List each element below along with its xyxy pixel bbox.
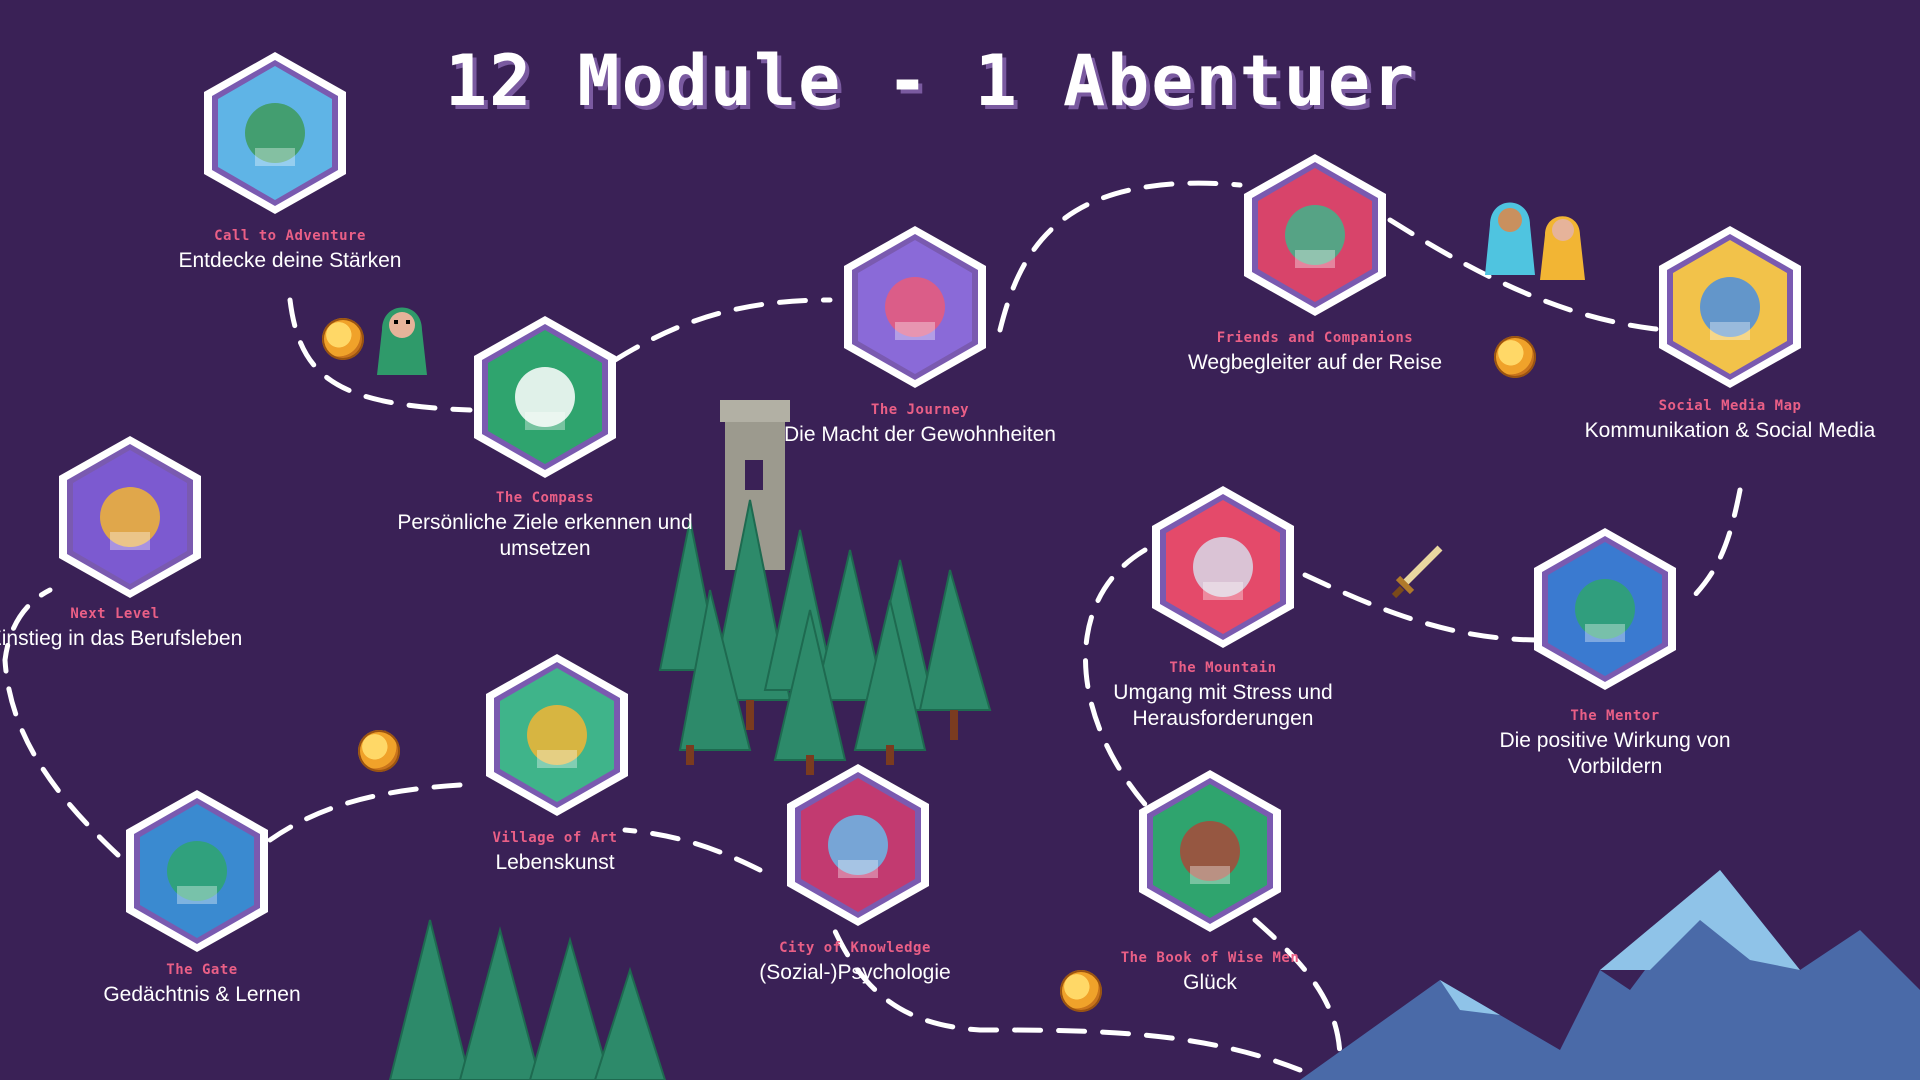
module-subtitle: The Mentor bbox=[1570, 708, 1660, 724]
module-subtitle: The Journey bbox=[870, 402, 970, 418]
module-badge[interactable] bbox=[1240, 150, 1390, 320]
module-subtitle: The Compass bbox=[495, 490, 595, 506]
module-title[interactable]: Entdecke deine Stärken bbox=[178, 249, 402, 272]
module-badge[interactable] bbox=[1135, 766, 1285, 936]
module-title[interactable]: Die Macht der Gewohnheiten bbox=[784, 423, 1056, 446]
friends-icon bbox=[1244, 154, 1386, 316]
module-badge[interactable] bbox=[122, 786, 272, 956]
module-subtitle: The Book of Wise Men bbox=[1120, 950, 1300, 966]
module-title[interactable]: Kommunikation & Social Media bbox=[1584, 419, 1876, 442]
forest-bottom-illustration bbox=[388, 919, 667, 1080]
coin-icon bbox=[1060, 970, 1102, 1012]
module-title[interactable]: Glück bbox=[1183, 971, 1237, 994]
hooded-character-sprite bbox=[377, 307, 427, 375]
module-badge[interactable] bbox=[1530, 524, 1680, 694]
trophy-icon bbox=[59, 436, 201, 598]
page-title: 12 Module - 1 Abentuer bbox=[445, 40, 1417, 122]
module-title[interactable]: Die positive Wirkung von Vorbildern bbox=[1499, 729, 1731, 779]
module-badge[interactable] bbox=[200, 48, 350, 218]
social-media-icon bbox=[1659, 226, 1801, 388]
village-icon bbox=[486, 654, 628, 816]
module-title[interactable]: Lebenskunst bbox=[495, 851, 615, 874]
coin-icon bbox=[1494, 336, 1536, 378]
landscape-icon bbox=[204, 52, 346, 214]
compass-icon bbox=[474, 316, 616, 478]
city-icon bbox=[787, 764, 929, 926]
module-title[interactable]: Wegbegleiter auf der Reise bbox=[1187, 351, 1443, 374]
module-subtitle: The Mountain bbox=[1169, 660, 1277, 676]
module-title[interactable]: Gedächtnis & Lernen bbox=[103, 983, 301, 1006]
module-title[interactable]: Umgang mit Stress und Herausforderungen bbox=[1113, 681, 1333, 731]
book-icon bbox=[1139, 770, 1281, 932]
module-subtitle: Village of Art bbox=[492, 830, 618, 846]
module-badge[interactable] bbox=[1148, 482, 1298, 652]
module-label: City of Knowledge (Sozial-)Psychologie bbox=[695, 940, 1015, 986]
module-title[interactable]: Persönliche Ziele erkennen und umsetzen bbox=[397, 511, 693, 561]
module-badge[interactable] bbox=[840, 222, 990, 392]
module-title[interactable]: Einstieg in das Berufsleben bbox=[0, 627, 243, 650]
wizard-icon bbox=[1534, 528, 1676, 690]
module-subtitle: Friends and Companions bbox=[1216, 330, 1414, 346]
module-title[interactable]: (Sozial-)Psychologie bbox=[759, 961, 951, 984]
map-pins-icon bbox=[844, 226, 986, 388]
tower-forest-illustration bbox=[658, 400, 992, 775]
module-subtitle: City of Knowledge bbox=[779, 940, 931, 956]
gate-icon bbox=[126, 790, 268, 952]
module-badge[interactable] bbox=[1655, 222, 1805, 392]
module-subtitle: Next Level bbox=[70, 606, 160, 622]
mountain-range-illustration bbox=[1300, 870, 1920, 1080]
module-badge[interactable] bbox=[783, 760, 933, 930]
module-badge[interactable] bbox=[470, 312, 620, 482]
module-badge[interactable] bbox=[482, 650, 632, 820]
module-badge[interactable] bbox=[55, 432, 205, 602]
sword-icon bbox=[1391, 545, 1443, 599]
coin-icon bbox=[322, 318, 364, 360]
module-subtitle: Social Media Map bbox=[1658, 398, 1802, 414]
companions-sprite bbox=[1485, 202, 1585, 280]
module-subtitle: Call to Adventure bbox=[214, 228, 366, 244]
mountain-icon bbox=[1152, 486, 1294, 648]
module-subtitle: The Gate bbox=[166, 962, 238, 978]
coin-icon bbox=[358, 730, 400, 772]
